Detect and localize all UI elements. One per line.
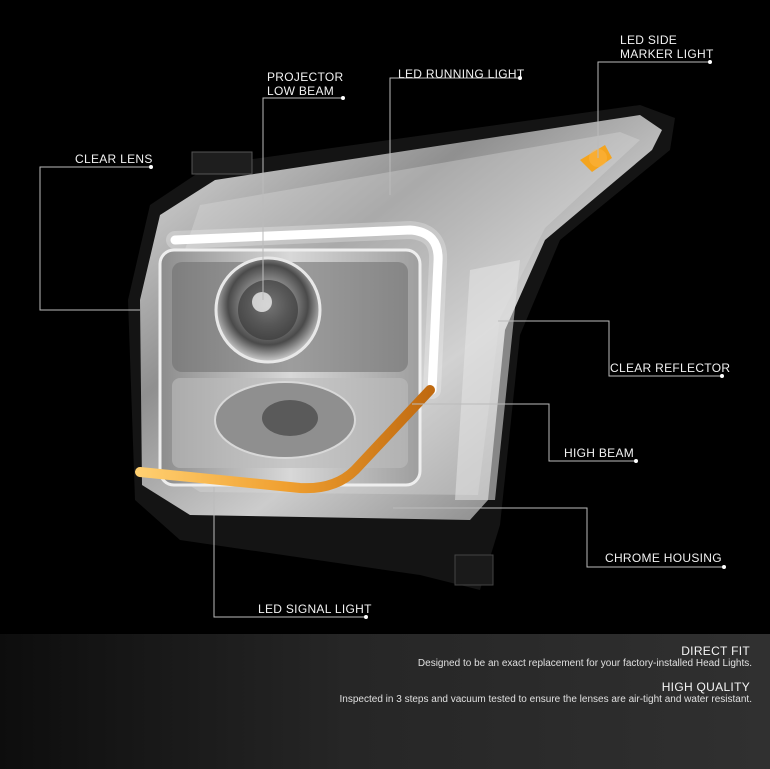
clear-reflector-strip: [455, 260, 520, 500]
label-clear-lens: CLEAR LENS: [75, 152, 153, 166]
callout-dot-side-marker: [708, 60, 712, 64]
label-chrome-housing: CHROME HOUSING: [605, 551, 722, 565]
label-clear-reflector: CLEAR REFLECTOR: [610, 361, 731, 375]
callout-dot-led-running: [518, 76, 522, 80]
callout-dot-clear-reflector: [720, 374, 724, 378]
label-high-beam: HIGH BEAM: [564, 446, 635, 460]
callout-dot-led-signal: [364, 615, 368, 619]
label-projector-low-beam: PROJECTOR LOW BEAM: [267, 70, 344, 98]
feature-panel: DIRECT FIT Designed to be an exact repla…: [0, 634, 770, 769]
label-led-signal-light: LED SIGNAL LIGHT: [258, 602, 372, 616]
label-led-side-marker-light: LED SIDE MARKER LIGHT: [620, 33, 714, 61]
callout-dot-clear-lens: [149, 165, 153, 169]
callout-leaders: [39, 61, 724, 618]
label-led-running-light: LED RUNNING LIGHT: [398, 67, 525, 81]
callout-dot-high-beam: [634, 459, 638, 463]
feature-title-direct-fit: DIRECT FIT: [681, 644, 750, 658]
feature-text-direct-fit: Designed to be an exact replacement for …: [417, 658, 752, 669]
feature-text-high-quality: Inspected in 3 steps and vacuum tested t…: [339, 694, 752, 705]
led-signal-strip: [135, 385, 435, 494]
callout-dot-projector: [341, 96, 345, 100]
feature-title-high-quality: HIGH QUALITY: [661, 680, 750, 694]
side-marker-amber: [580, 145, 612, 172]
callout-dot-chrome-housing: [722, 565, 726, 569]
led-running-light-bar: [170, 225, 443, 395]
